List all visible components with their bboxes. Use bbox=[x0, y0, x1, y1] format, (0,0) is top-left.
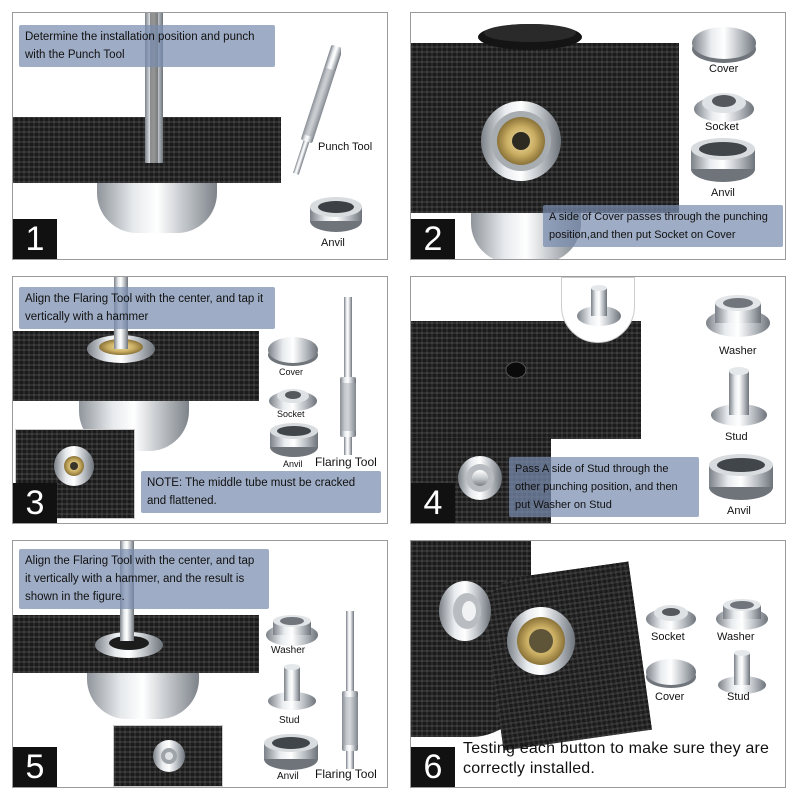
stud-label: Stud bbox=[725, 431, 748, 443]
washer-icon bbox=[266, 615, 318, 646]
step-4-panel: Washer Stud Anvil Pass A side of Stud th… bbox=[410, 276, 786, 524]
cover-icon bbox=[692, 27, 756, 63]
cover-label: Cover bbox=[655, 691, 685, 703]
cover-label: Cover bbox=[709, 63, 739, 75]
finished-stud-icon bbox=[153, 740, 185, 772]
anvil-icon bbox=[691, 138, 755, 182]
step-1-instruction: Determine the installation position and … bbox=[19, 25, 275, 67]
punched-hole-icon bbox=[505, 361, 527, 379]
stud-label: Stud bbox=[279, 715, 300, 726]
socket-label: Socket bbox=[277, 409, 305, 419]
step-3-instruction: Align the Flaring Tool with the center, … bbox=[19, 287, 275, 329]
step-5-number: 5 bbox=[13, 747, 57, 787]
step-2-number: 2 bbox=[411, 219, 455, 259]
result-inset bbox=[113, 725, 223, 787]
anvil-label: Anvil bbox=[277, 771, 299, 782]
socket-label: Socket bbox=[651, 631, 685, 643]
punch-tool-icon bbox=[293, 45, 341, 175]
step-2-instruction: A side of Cover passes through the punch… bbox=[543, 205, 783, 247]
step-2-panel: Cover Socket Anvil A side of Cover passe… bbox=[410, 12, 786, 260]
flattened-tube-icon bbox=[54, 446, 94, 486]
step-1-panel: Punch Tool Anvil Determine the installat… bbox=[12, 12, 388, 260]
socket-on-fabric-icon bbox=[481, 101, 561, 181]
step-6-panel: Socket Washer Cover Stud Testing each bu… bbox=[410, 540, 786, 788]
step-3-note: NOTE: The middle tube must be cracked an… bbox=[141, 471, 381, 513]
washer-label: Washer bbox=[719, 345, 757, 357]
stud-closeup-icon bbox=[577, 285, 621, 326]
socket-icon bbox=[646, 605, 696, 630]
step-1-number: 1 bbox=[13, 219, 57, 259]
socket-installed-icon bbox=[507, 607, 575, 675]
stud-closeup-inset bbox=[561, 277, 635, 343]
washer-icon bbox=[706, 295, 770, 337]
anvil-label: Anvil bbox=[727, 505, 751, 517]
stud-icon bbox=[718, 650, 766, 694]
stud-icon bbox=[268, 664, 316, 710]
anvil-label: Anvil bbox=[711, 187, 735, 199]
cover-icon bbox=[646, 659, 696, 688]
washer-label: Washer bbox=[717, 631, 755, 643]
washer-icon bbox=[716, 599, 768, 630]
flaring-tool-label: Flaring Tool bbox=[315, 455, 377, 469]
washer-label: Washer bbox=[271, 645, 306, 656]
stud-label: Stud bbox=[727, 691, 750, 703]
anvil-icon bbox=[709, 454, 773, 500]
step-6-instruction: Testing each button to make sure they ar… bbox=[463, 740, 770, 777]
step-5-instruction: Align the Flaring Tool with the center, … bbox=[19, 549, 269, 609]
stud-installed-icon bbox=[439, 581, 491, 641]
stud-icon bbox=[711, 367, 767, 426]
socket-icon bbox=[269, 389, 317, 411]
flaring-tool-icon bbox=[340, 297, 356, 455]
step-6-number: 6 bbox=[411, 747, 455, 787]
step-3-panel: Cover Socket Anvil Flaring Tool Align th… bbox=[12, 276, 388, 524]
stud-through-fabric-icon bbox=[458, 456, 502, 500]
anvil-icon bbox=[270, 423, 318, 457]
socket-label: Socket bbox=[705, 121, 739, 133]
anvil-icon bbox=[310, 197, 362, 232]
socket-icon bbox=[694, 93, 754, 122]
anvil-icon bbox=[264, 734, 318, 770]
flaring-tool-label: Flaring Tool bbox=[315, 767, 377, 781]
step-3-number: 3 bbox=[13, 483, 57, 523]
step-4-number: 4 bbox=[411, 483, 455, 523]
washer-on-fabric-icon bbox=[95, 632, 163, 658]
cover-label: Cover bbox=[279, 367, 304, 377]
anvil-label: Anvil bbox=[283, 459, 303, 469]
anvil-label: Anvil bbox=[321, 237, 345, 249]
cover-icon bbox=[268, 337, 318, 366]
step-5-panel: Washer Stud Anvil Flaring Tool Align the… bbox=[12, 540, 388, 788]
cover-top-icon bbox=[478, 24, 582, 50]
step-4-instruction: Pass A side of Stud through the other pu… bbox=[509, 457, 699, 517]
flaring-tool-icon bbox=[342, 611, 358, 769]
punch-tool-label: Punch Tool bbox=[318, 141, 373, 153]
